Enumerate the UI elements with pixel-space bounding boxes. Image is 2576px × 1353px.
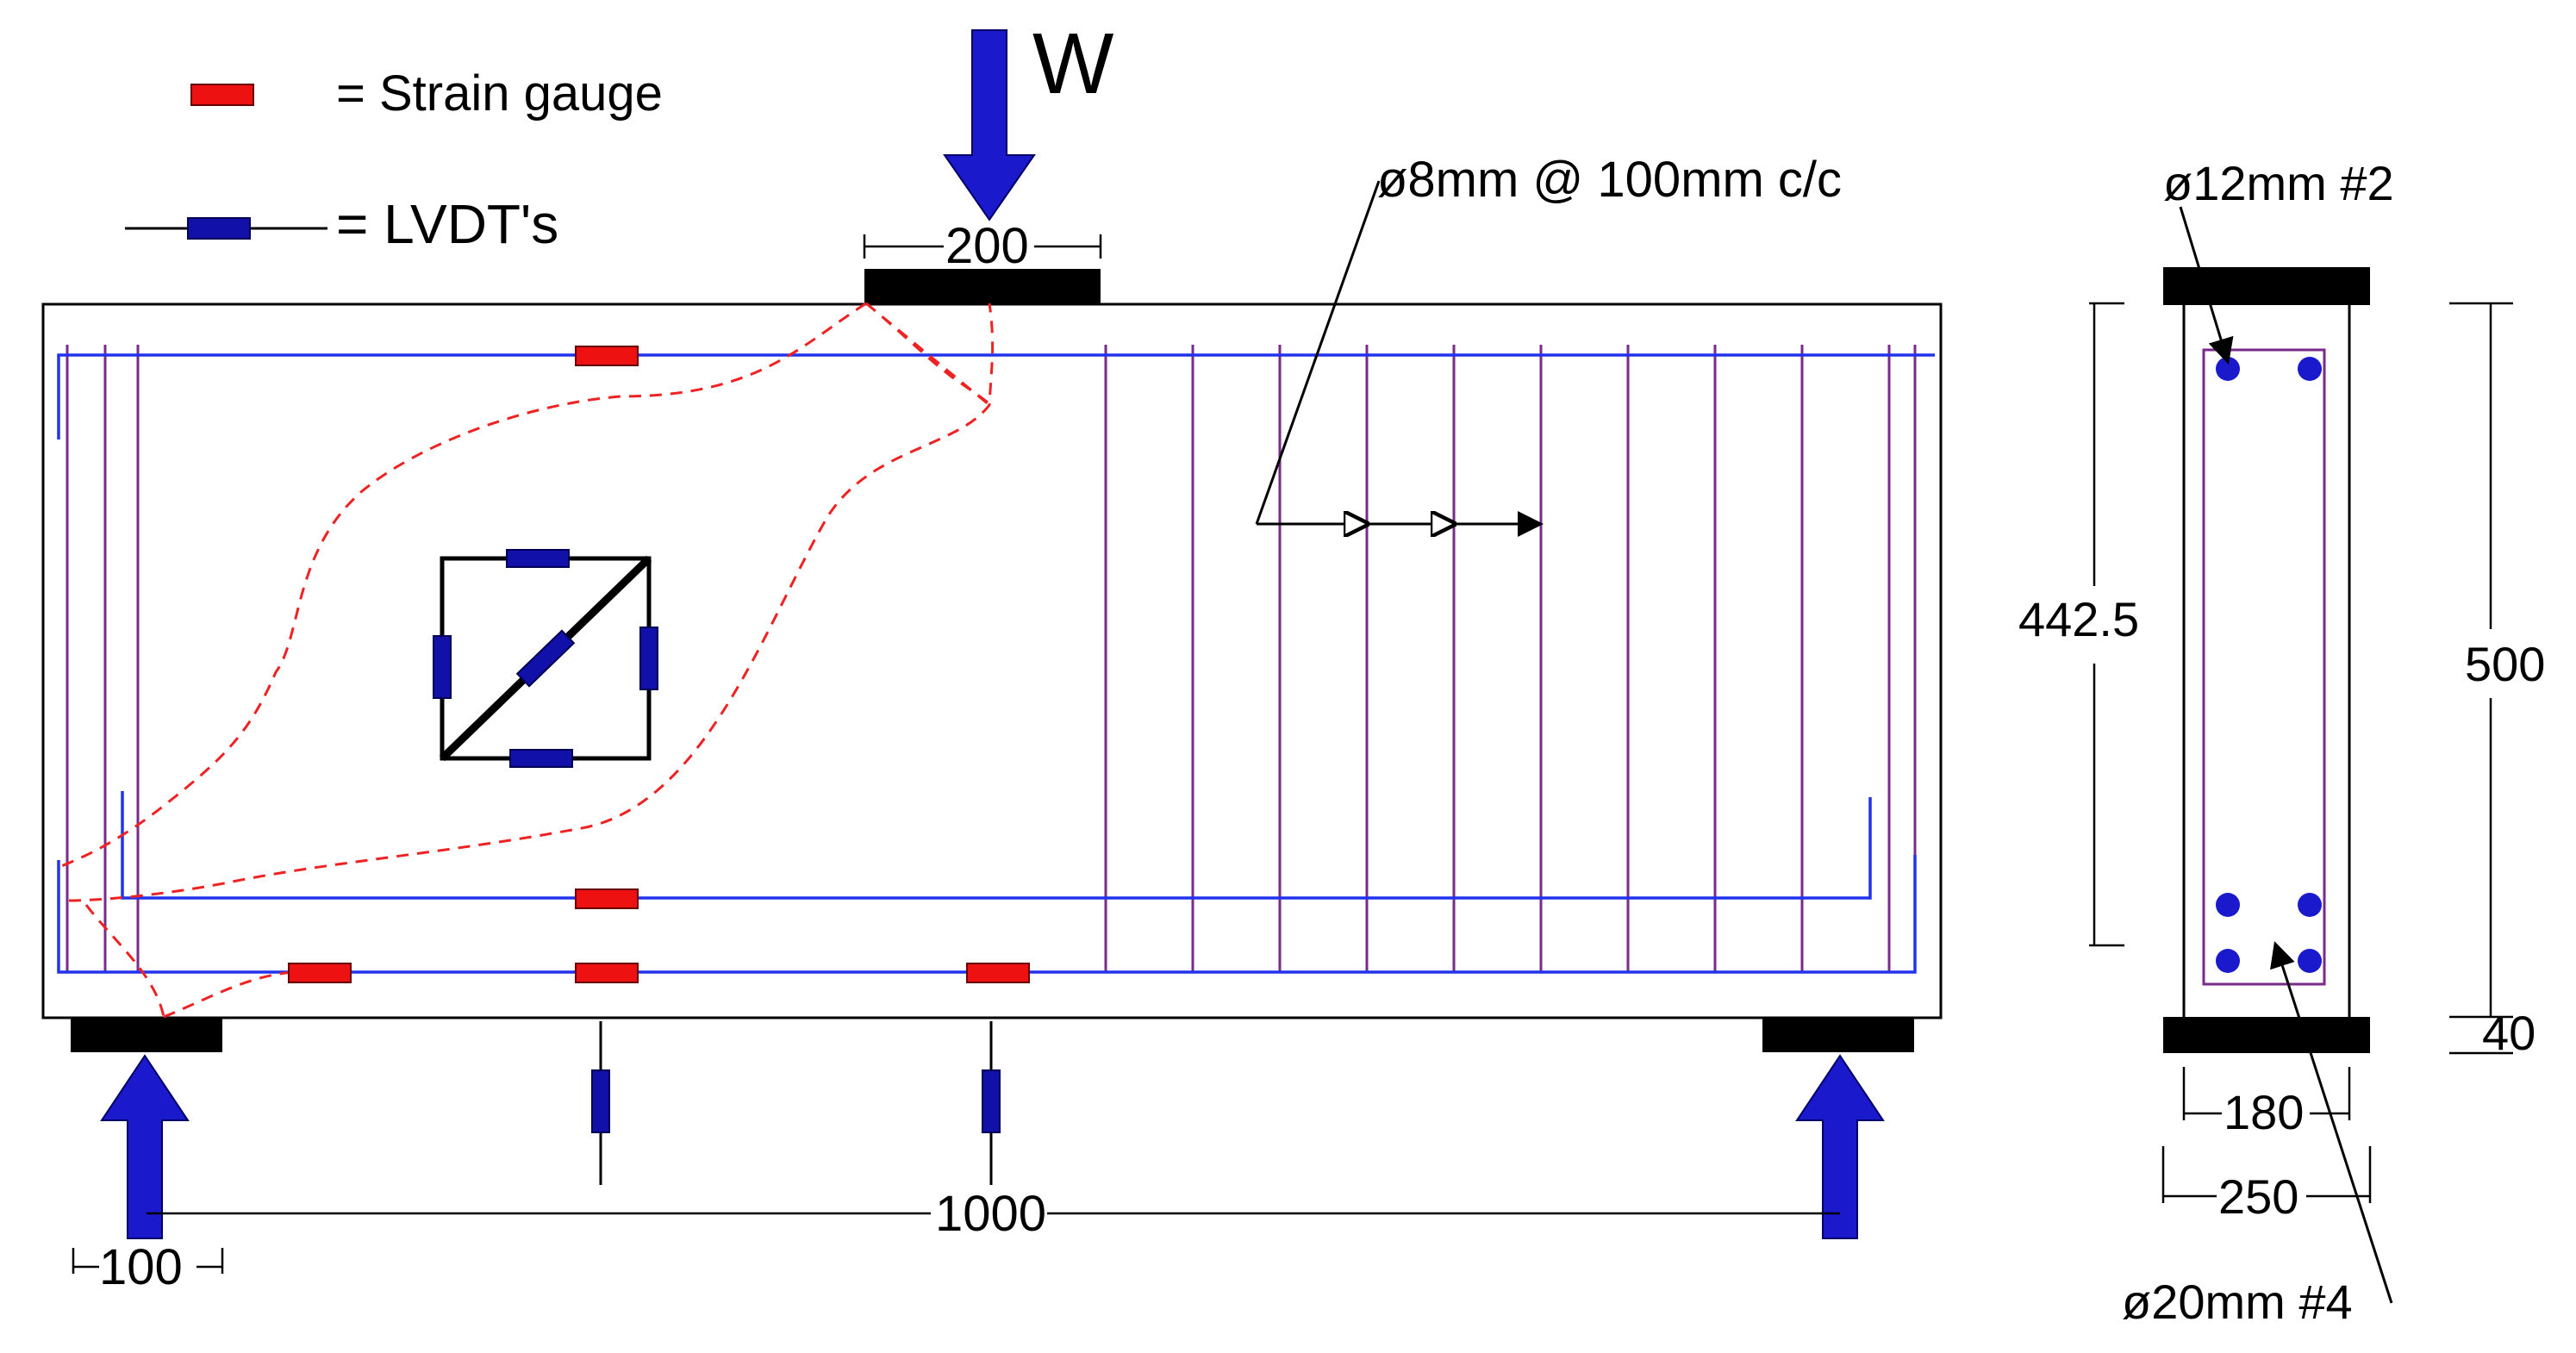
section-top-plate — [2163, 267, 2370, 305]
bottom-bar-4 — [2298, 949, 2322, 973]
span-label: 1000 — [935, 1186, 1046, 1242]
load-label: W — [1032, 16, 1114, 112]
lvdt-rosette-right — [639, 627, 658, 690]
lvdt-rosette-left — [433, 635, 452, 699]
legend-strain-gauge-symbol — [190, 84, 254, 106]
left-reaction-arrow — [100, 1054, 190, 1239]
bottom-bar-1 — [2216, 893, 2240, 917]
support-offset-dimension: 100 — [72, 1239, 224, 1295]
lvdt-rosette-top — [506, 549, 570, 568]
stirrup-spacing-annotation: ø8mm @ 100mm c/c — [1255, 152, 1842, 537]
stirrup-note-label: ø8mm @ 100mm c/c — [1377, 152, 1842, 208]
section-stirrup — [2202, 348, 2326, 986]
lvdt-rosette — [433, 549, 658, 768]
strain-gauges — [288, 346, 1030, 983]
bottom-bar-3 — [2216, 949, 2240, 973]
deflection-lvdts — [591, 1021, 1001, 1185]
support-reactions — [100, 1054, 1885, 1239]
applied-load: W — [943, 16, 1114, 221]
legend-lvdt-label: = LVDT's — [336, 193, 558, 255]
span-dimension: 1000 — [147, 1186, 1840, 1242]
bottom-bars-label: ø20mm #4 — [2122, 1275, 2353, 1329]
stirrups-right — [1104, 345, 1917, 972]
load-plate-width-label: 200 — [945, 218, 1029, 274]
legend-lvdt-symbol — [187, 217, 251, 240]
cover-label: 40 — [2482, 1006, 2535, 1060]
strain-gauge-bottom-left — [288, 963, 352, 983]
load-arrow — [943, 29, 1036, 221]
top-reinforcement-bar — [57, 353, 1935, 440]
load-plate — [864, 269, 1101, 305]
stirrups-left — [65, 345, 140, 972]
shear-crack — [60, 302, 995, 1019]
total-depth-label: 500 — [2465, 637, 2545, 691]
legend: = Strain gauge = LVDT's — [125, 65, 663, 255]
strain-gauge-bottom-right — [966, 963, 1030, 983]
right-reaction-arrow — [1795, 1054, 1885, 1239]
strain-gauge-bottom-upper — [575, 888, 639, 909]
beam-outline — [41, 302, 1943, 1019]
cross-section: ø12mm #2 ø20mm #4 442.5 500 40 180 250 — [2018, 156, 2545, 1329]
bottom-reinforcement-bar-upper — [121, 791, 1872, 900]
deflection-lvdt-right — [982, 1069, 1001, 1133]
strain-gauge-bottom-mid — [575, 963, 639, 983]
bottom-bar-2 — [2298, 893, 2322, 917]
section-bottom-plate — [2163, 1017, 2370, 1053]
load-plate-dimension: 200 — [863, 218, 1102, 274]
lvdt-rosette-diagonal — [515, 629, 576, 688]
top-bars-label: ø12mm #2 — [2163, 156, 2394, 210]
effective-depth-label: 442.5 — [2018, 592, 2139, 646]
inner-width-label: 180 — [2224, 1085, 2304, 1139]
lvdt-rosette-bottom — [509, 749, 573, 768]
right-support-plate — [1762, 1018, 1914, 1052]
top-bar-right — [2298, 357, 2322, 381]
left-support-plate — [71, 1018, 222, 1052]
bottom-reinforcement-bar-lower — [57, 855, 1917, 974]
beam-elevation: ø8mm @ 100mm c/c — [41, 152, 1943, 1185]
legend-strain-gauge-label: = Strain gauge — [336, 65, 663, 122]
deflection-lvdt-left — [591, 1069, 610, 1133]
support-offset-label: 100 — [99, 1239, 183, 1295]
strain-gauge-top — [575, 346, 639, 366]
total-width-label: 250 — [2218, 1169, 2298, 1224]
